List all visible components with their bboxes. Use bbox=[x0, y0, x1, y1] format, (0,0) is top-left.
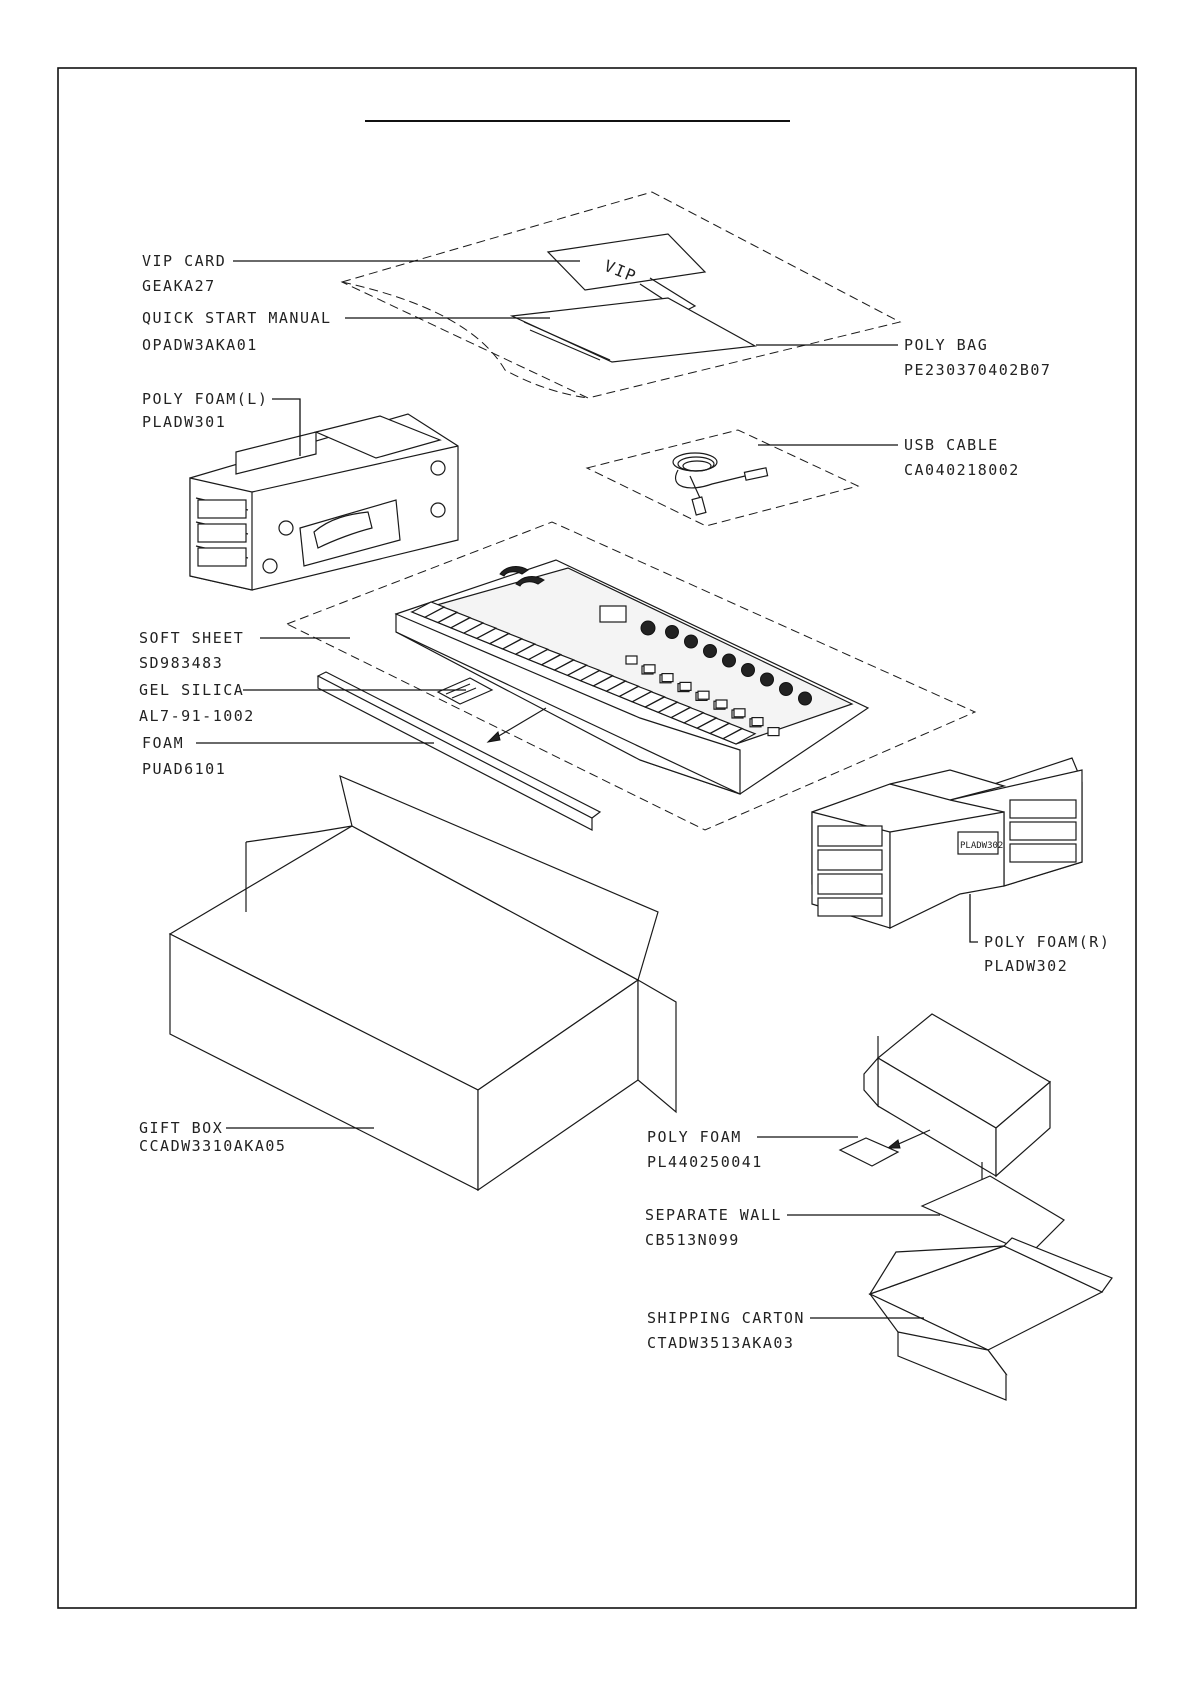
keyboard-pad bbox=[697, 690, 710, 700]
separate-wall-name: SEPARATE WALL bbox=[645, 1206, 782, 1224]
keyboard-knob bbox=[779, 682, 793, 696]
poly-foam-right-name: POLY FOAM(R) bbox=[984, 933, 1110, 951]
callout-vip-card: VIP CARD GEAKA27 bbox=[142, 252, 226, 295]
poly-foam-left-code: PLADW301 bbox=[142, 413, 226, 431]
poly-bag-name: POLY BAG bbox=[904, 336, 988, 354]
shipping-carton-top-drawing bbox=[838, 1013, 1052, 1198]
keyboard-drawing bbox=[394, 559, 870, 795]
usb-cable-drawing bbox=[585, 429, 860, 527]
poly-bag-drawing bbox=[340, 191, 902, 399]
keyboard-pad bbox=[661, 672, 674, 683]
shipping-carton-code: CTADW3513AKA03 bbox=[647, 1334, 794, 1352]
callout-shipping-carton: SHIPPING CARTON CTADW3513AKA03 bbox=[647, 1309, 805, 1352]
keyboard-knob bbox=[760, 672, 774, 687]
callout-usb-cable: USB CABLE CA040218002 bbox=[904, 436, 1020, 479]
quick-start-manual-name: QUICK START MANUAL bbox=[142, 309, 332, 327]
poly-foam-right-drawing: PLADW302 bbox=[811, 757, 1083, 929]
callout-soft-sheet: SOFT SHEET SD983483 bbox=[139, 629, 244, 672]
leader-lines bbox=[196, 260, 978, 1319]
callout-foam: FOAM PUAD6101 bbox=[142, 734, 226, 778]
keyboard-knob bbox=[722, 653, 736, 668]
keyboard-pad bbox=[679, 681, 692, 692]
quick-start-manual-code: OPADW3AKA01 bbox=[142, 336, 258, 354]
keyboard-pad bbox=[715, 699, 728, 709]
separate-wall-code: CB513N099 bbox=[645, 1231, 740, 1249]
poly-foam-left-name: POLY FOAM(L) bbox=[142, 390, 268, 408]
foam-name: FOAM bbox=[142, 734, 184, 752]
callout-poly-bag: POLY BAG PE230370402B07 bbox=[904, 336, 1051, 379]
keyboard-knob bbox=[798, 691, 812, 706]
gel-silica-drawing bbox=[436, 677, 494, 705]
shipping-carton-bottom-drawing bbox=[868, 1237, 1113, 1401]
poly-foam-name: POLY FOAM bbox=[647, 1128, 742, 1146]
keyboard-knob bbox=[741, 663, 755, 677]
vip-card-drawing: VIP bbox=[546, 233, 707, 313]
keyboard-pad bbox=[643, 664, 656, 674]
keyboard-knob bbox=[684, 634, 698, 649]
callout-gift-box: GIFT BOX CCADW3310AKA05 bbox=[139, 1119, 286, 1155]
poly-foam-right-code: PLADW302 bbox=[984, 957, 1068, 975]
foam-code: PUAD6101 bbox=[142, 760, 226, 778]
poly-foam-left-drawing bbox=[189, 413, 459, 591]
gel-silica-code: AL7-91-1002 bbox=[139, 707, 255, 725]
keyboard-pads bbox=[625, 655, 780, 737]
keyboard-knobs bbox=[665, 625, 812, 706]
soft-sheet-drawing bbox=[285, 521, 977, 831]
soft-sheet-name: SOFT SHEET bbox=[139, 629, 244, 647]
keyboard-pad bbox=[733, 708, 746, 718]
poly-foam-code: PL440250041 bbox=[647, 1153, 763, 1171]
shipping-carton-name: SHIPPING CARTON bbox=[647, 1309, 805, 1327]
foam-block-print: PLADW302 bbox=[960, 841, 1003, 851]
gel-silica-name: GEL SILICA bbox=[139, 681, 244, 699]
keyboard-keys bbox=[410, 601, 757, 745]
quick-start-manual-drawing bbox=[509, 297, 757, 363]
usb-cable-code: CA040218002 bbox=[904, 461, 1020, 479]
keyboard-pad bbox=[625, 655, 638, 665]
poly-bag-code: PE230370402B07 bbox=[904, 361, 1051, 379]
callout-poly-foam: POLY FOAM PL440250041 bbox=[647, 1128, 763, 1171]
usb-cable-name: USB CABLE bbox=[904, 436, 999, 454]
foam-strip-drawing bbox=[316, 671, 602, 831]
callout-poly-foam-left: POLY FOAM(L) PLADW301 bbox=[142, 390, 268, 431]
keyboard-key bbox=[721, 728, 757, 745]
page-frame bbox=[57, 67, 1137, 1609]
vip-card-code: GEAKA27 bbox=[142, 277, 216, 295]
keyboard-pad bbox=[767, 726, 780, 737]
callout-poly-foam-right: POLY FOAM(R) PLADW302 bbox=[984, 933, 1110, 975]
callout-separate-wall: SEPARATE WALL CB513N099 bbox=[645, 1206, 782, 1249]
callout-quick-start-manual: QUICK START MANUAL OPADW3AKA01 bbox=[142, 309, 332, 354]
keyboard-pad bbox=[751, 716, 764, 727]
vip-card-name: VIP CARD bbox=[142, 252, 226, 270]
gift-box-name: GIFT BOX bbox=[139, 1119, 223, 1137]
soft-sheet-code: SD983483 bbox=[139, 654, 223, 672]
callout-gel-silica: GEL SILICA AL7-91-1002 bbox=[139, 681, 255, 725]
gift-box-drawing bbox=[168, 774, 677, 1192]
keyboard-knob bbox=[703, 644, 717, 658]
keyboard-knob bbox=[665, 625, 679, 639]
gift-box-code: CCADW3310AKA05 bbox=[139, 1137, 286, 1155]
